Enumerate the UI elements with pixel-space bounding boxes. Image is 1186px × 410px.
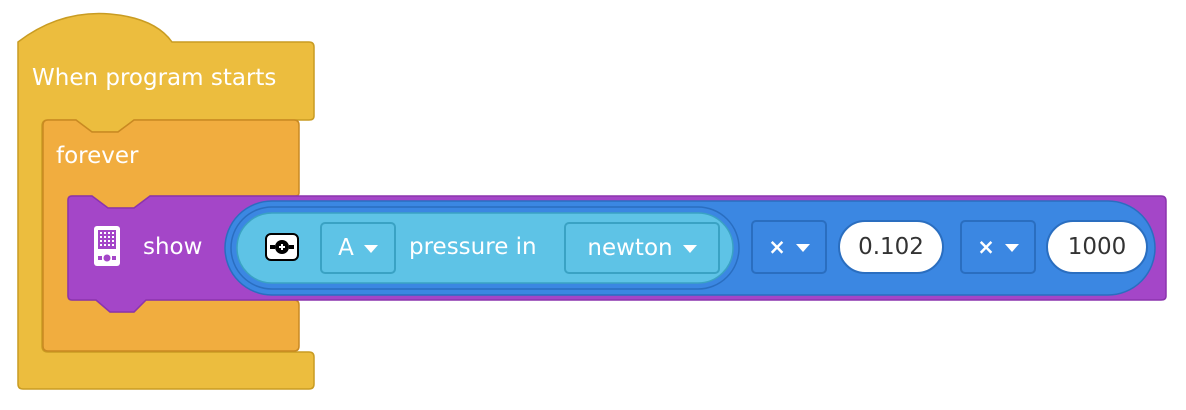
operator-dropdown-2[interactable]: × bbox=[960, 220, 1036, 274]
multiplier-input-1[interactable]: 0.102 bbox=[838, 220, 944, 274]
operator-symbol: × bbox=[768, 235, 786, 259]
show-label: show bbox=[143, 234, 203, 260]
port-value: A bbox=[338, 235, 354, 261]
multiplier-input-2[interactable]: 1000 bbox=[1046, 220, 1148, 274]
operator-dropdown-1[interactable]: × bbox=[751, 220, 827, 274]
operator-symbol: × bbox=[977, 235, 995, 259]
display-icon bbox=[94, 226, 120, 266]
unit-dropdown[interactable]: newton bbox=[564, 222, 720, 274]
hat-label: When program starts bbox=[32, 65, 277, 91]
chevron-down-icon bbox=[1004, 244, 1019, 252]
port-dropdown[interactable]: A bbox=[320, 222, 396, 274]
chevron-down-icon bbox=[363, 245, 378, 253]
chevron-down-icon bbox=[795, 244, 810, 252]
chevron-down-icon bbox=[682, 245, 697, 253]
forever-label: forever bbox=[56, 143, 139, 169]
pressure-label: pressure in bbox=[409, 234, 537, 260]
force-sensor-icon bbox=[265, 233, 299, 261]
unit-value: newton bbox=[587, 235, 673, 261]
